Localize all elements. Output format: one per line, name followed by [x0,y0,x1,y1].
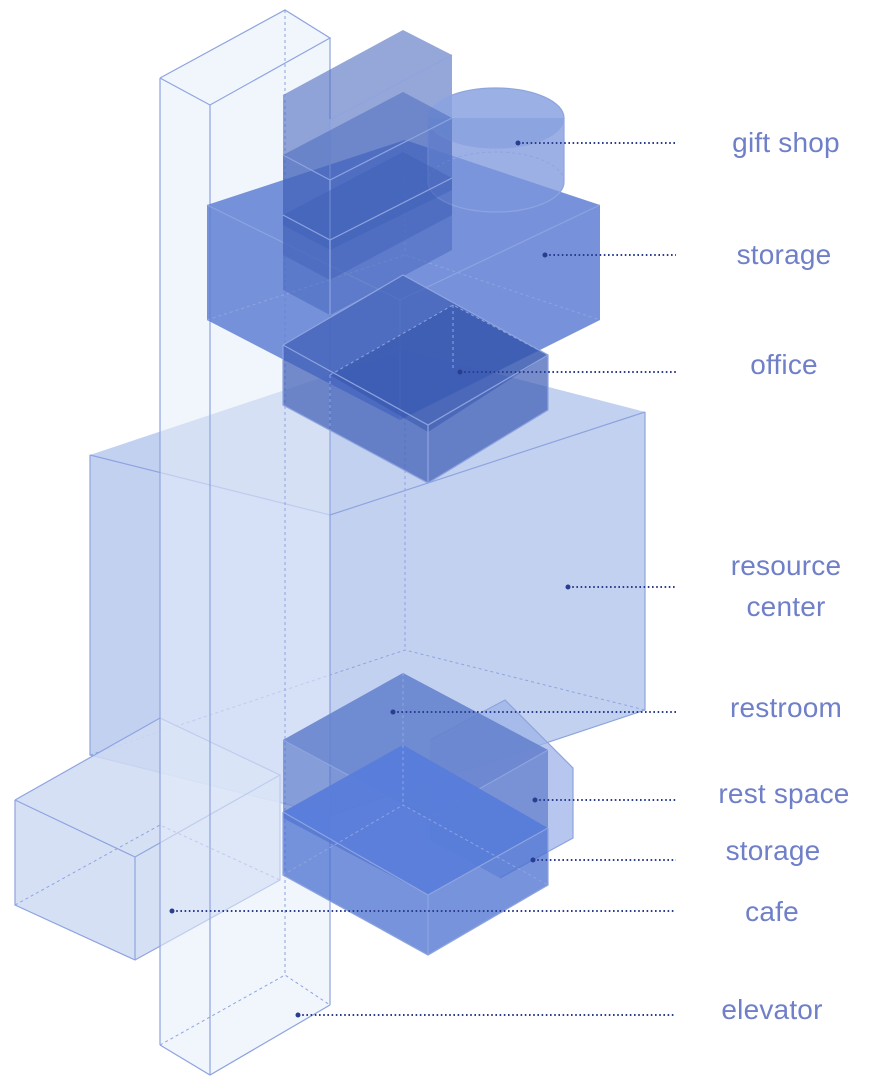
gift-shop-volume [282,30,565,280]
inner-block-top [282,92,453,250]
leader-lines [169,140,676,1018]
label-resource-center-line2: center [746,591,825,622]
label-cafe: cafe [745,896,799,927]
label-rest-space: rest space [718,778,849,809]
label-elevator: elevator [721,994,822,1025]
inner-block-mid [282,152,453,315]
label-storage-lower: storage [726,835,821,866]
storage-lower-volume [282,745,549,956]
label-gift-shop: gift shop [732,127,840,158]
label-storage-upper: storage [737,239,832,270]
labels: gift shop storage office resource center… [718,127,849,1025]
office-volume [282,274,549,484]
label-resource-center-line1: resource [731,550,842,581]
label-restroom: restroom [730,692,842,723]
label-office: office [750,349,818,380]
